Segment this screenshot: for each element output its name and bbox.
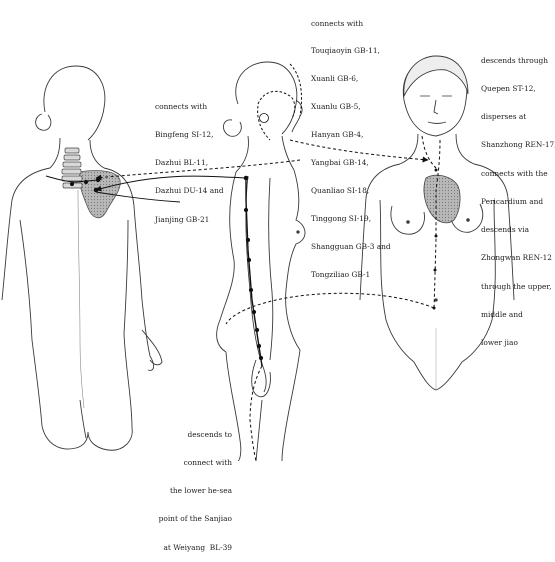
annotation-line: through the upper, xyxy=(481,282,555,291)
annotation-line: descends through xyxy=(481,56,555,65)
annotation-line: Touqiaoyin GB-11, xyxy=(311,46,391,55)
annotation-line: Quanliao SI-18, xyxy=(311,186,391,195)
annotation-line: Shanzhong REN-17, xyxy=(481,140,555,149)
back-figure-hair-bun xyxy=(36,114,51,130)
annotation-line: the lower he-sea xyxy=(140,486,232,495)
annotation-right: descends through Quepen ST-12, disperses… xyxy=(481,37,555,357)
annotation-bottom: descends to connect with the lower he-se… xyxy=(140,411,232,562)
front-figure-channel xyxy=(422,136,440,310)
meridian-diagram xyxy=(0,0,555,461)
back-figure-left-arm xyxy=(2,168,50,300)
side-view-figure xyxy=(217,62,305,461)
annotation-line: Bingfeng SI-12, xyxy=(155,130,224,139)
annotation-line: Quepen ST-12, xyxy=(481,84,555,93)
annotation-line: connect with xyxy=(140,458,232,467)
back-view-figure xyxy=(2,66,162,450)
annotation-line: connects with xyxy=(311,19,391,28)
head-channel-path xyxy=(258,91,295,140)
annotation-line: descends to xyxy=(140,430,232,439)
annotation-line: connects with xyxy=(155,102,224,111)
annotation-line: lower jiao xyxy=(481,338,555,347)
annotation-line: Tinggong SI-19, xyxy=(311,214,391,223)
arm-channel xyxy=(244,176,262,366)
annotation-line: Xuanlu GB-5, xyxy=(311,102,391,111)
annotation-left: connects with Bingfeng SI-12, Dazhui BL-… xyxy=(155,83,224,234)
dashed-loop-lower xyxy=(226,293,434,324)
annotation-line: Shangguan GB-3 and xyxy=(311,242,391,251)
annotation-line: Tongziliao GB-1 xyxy=(311,270,391,279)
annotation-line: Xuanli GB-6, xyxy=(311,74,391,83)
head-to-neck-dashed xyxy=(290,64,302,116)
pericardium xyxy=(424,175,460,223)
side-figure-arm xyxy=(246,176,266,392)
back-figure-buttocks xyxy=(42,426,132,450)
annotation-line: at Weiyang BL-39 xyxy=(140,543,232,552)
annotation-line: Jianjing GB-21 xyxy=(155,215,224,224)
back-figure-head xyxy=(44,66,105,140)
annotation-line: Dazhui DU-14 and xyxy=(155,186,224,195)
annotation-line: disperses at xyxy=(481,112,555,121)
annotation-line: Zhongwan REN-12 xyxy=(481,253,555,262)
annotation-line: middle and xyxy=(481,310,555,319)
annotation-line: point of the Sanjiao xyxy=(140,514,232,523)
annotation-line: Pericardium and xyxy=(481,197,555,206)
annotation-line: Yangbai GB-14, xyxy=(311,158,391,167)
annotation-line: Dazhui BL-11, xyxy=(155,158,224,167)
annotation-line: Hanyan GB-4, xyxy=(311,130,391,139)
annotation-top-center: connects with Touqiaoyin GB-11, Xuanli G… xyxy=(311,0,391,288)
annotation-line: descends via xyxy=(481,225,555,234)
side-figure-head xyxy=(236,62,297,134)
annotation-line: connects with the xyxy=(481,169,555,178)
